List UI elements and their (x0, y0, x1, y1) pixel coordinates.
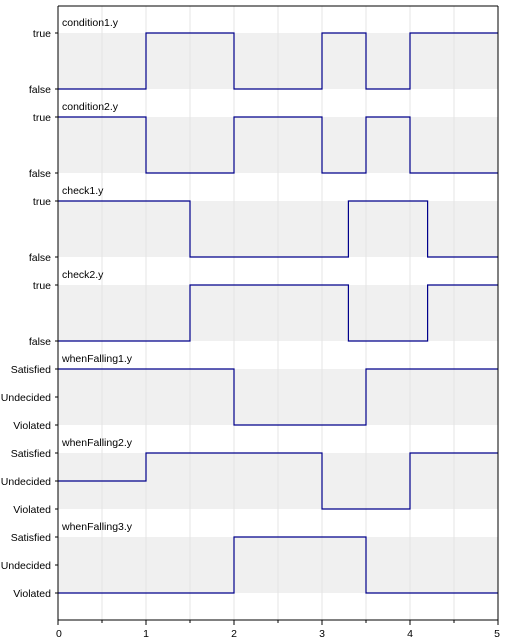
y-tick-label: true (33, 112, 51, 124)
series-line-5 (58, 368, 498, 426)
panel-title-6: whenFalling2.y (61, 437, 133, 449)
series-line-3 (58, 200, 498, 258)
y-tick-label: Violated (13, 588, 51, 600)
y-tick-label: Undecided (1, 560, 51, 572)
y-tick-label: true (33, 196, 51, 208)
series-line-1 (58, 32, 498, 90)
panel-title-5: whenFalling1.y (61, 353, 133, 365)
y-tick-label: Satisfied (11, 448, 51, 460)
panel-title-3: check1.y (62, 185, 104, 197)
panel-title-7: whenFalling3.y (61, 521, 133, 533)
x-tick-label: 4 (407, 628, 413, 640)
y-tick-label: false (29, 84, 51, 96)
y-tick-label: false (29, 252, 51, 264)
y-tick-label: true (33, 28, 51, 40)
y-tick-label: Violated (13, 504, 51, 516)
x-tick-label: 1 (143, 628, 149, 640)
x-tick-label: 2 (231, 628, 237, 640)
x-tick-label: 3 (319, 628, 325, 640)
y-tick-label: Undecided (1, 476, 51, 488)
y-tick-label: false (29, 336, 51, 348)
y-tick-label: Satisfied (11, 364, 51, 376)
panel-title-4: check2.y (62, 269, 104, 281)
series-line-4 (58, 284, 498, 342)
panel-title-2: condition2.y (62, 101, 119, 113)
y-tick-label: Violated (13, 420, 51, 432)
series-line-7 (58, 536, 498, 594)
y-tick-label: true (33, 280, 51, 292)
y-tick-label: Satisfied (11, 532, 51, 544)
x-tick-label: 0 (56, 628, 62, 640)
series-line-2 (58, 116, 498, 174)
series-line-6 (58, 452, 498, 510)
panel-title-1: condition1.y (62, 17, 119, 29)
y-tick-label: false (29, 168, 51, 180)
x-tick-label: 5 (494, 628, 500, 640)
y-tick-label: Undecided (1, 392, 51, 404)
